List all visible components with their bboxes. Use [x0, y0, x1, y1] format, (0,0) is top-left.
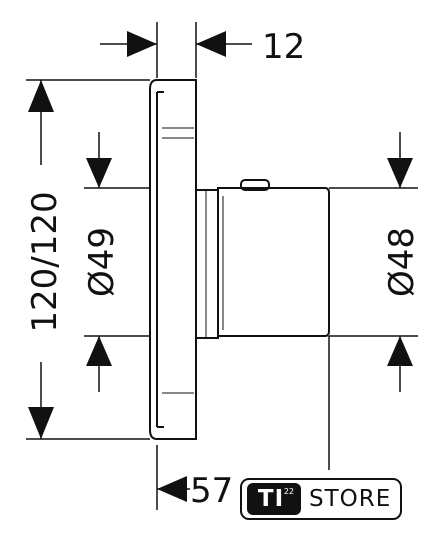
store-logo: TI 22 — [247, 483, 301, 515]
dimension-right-diameter — [329, 132, 418, 392]
dimension-bottom-depth — [156, 445, 190, 510]
store-label: STORE — [309, 486, 392, 512]
store-logo-text: TI — [257, 486, 285, 512]
plate-outline — [149, 79, 197, 440]
dimension-total-height-label: 120/120 — [25, 191, 65, 332]
dimension-top-width — [100, 22, 252, 78]
dimension-bottom-depth-label: 57 — [190, 471, 233, 511]
dimension-left-diameter-label: Ø49 — [82, 227, 122, 297]
store-logo-superscript: 22 — [283, 487, 294, 496]
dimension-left-diameter — [84, 132, 150, 392]
dimension-top-width-label: 12 — [262, 27, 305, 67]
dimension-right-diameter-label: Ø48 — [382, 227, 422, 297]
dimension-total-height — [26, 79, 150, 440]
store-badge: TI 22 STORE — [240, 478, 402, 520]
handle-outline — [195, 179, 330, 470]
